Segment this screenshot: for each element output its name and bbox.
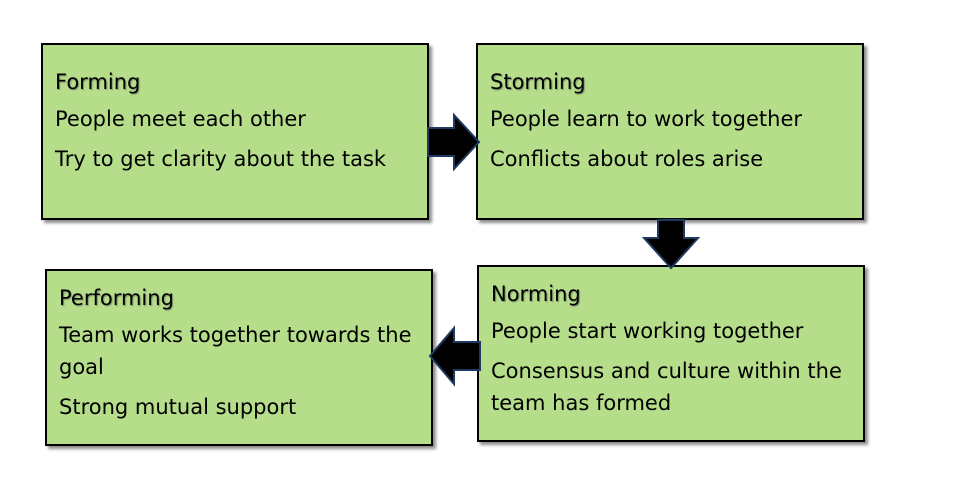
stage-title-performing: Performing (59, 286, 174, 310)
arrow-down-icon (641, 219, 701, 270)
stage-text-forming-1: People meet each other (55, 107, 306, 131)
stage-text-norming-1: People start working together (491, 319, 804, 343)
stage-title-storming: Storming (490, 70, 586, 94)
arrow-left-icon (428, 325, 481, 387)
stage-title-norming: Norming (491, 282, 581, 306)
stage-text-norming-2: Consensus and culture within the team ha… (491, 359, 842, 415)
stage-text-storming-2: Conflicts about roles arise (490, 147, 764, 171)
stage-box-forming: Forming People meet each other Try to ge… (41, 43, 429, 220)
stage-text-performing-2: Strong mutual support (59, 395, 297, 419)
stage-box-storming: Storming People learn to work together C… (476, 43, 864, 220)
stage-title-forming: Forming (55, 70, 141, 94)
stage-text-forming-2: Try to get clarity about the task (55, 147, 387, 171)
stage-text-performing-1: Team works together towards the goal (59, 323, 412, 379)
stage-text-storming-1: People learn to work together (490, 107, 802, 131)
stage-box-norming: Norming People start working together Co… (477, 265, 865, 442)
arrow-right-icon (427, 112, 481, 172)
stage-box-performing: Performing Team works together towards t… (45, 269, 433, 446)
